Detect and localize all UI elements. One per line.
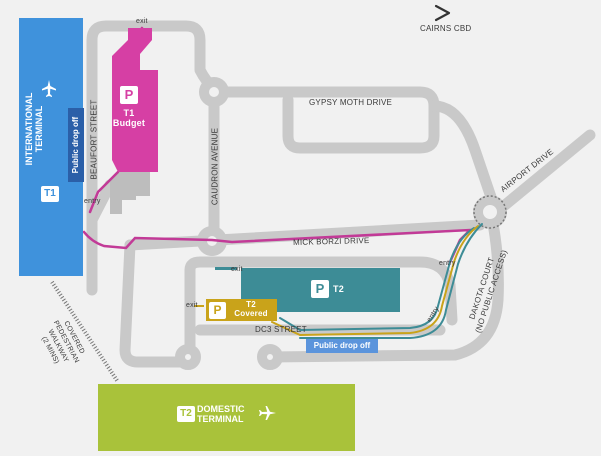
exit-label-top: exit	[136, 18, 148, 25]
road-east	[428, 100, 498, 206]
t1-budget-label: T1 Budget	[112, 108, 146, 128]
street-gypsy-moth: GYPSY MOTH DRIVE	[309, 98, 393, 107]
chevron-right-icon	[434, 4, 451, 22]
exit-label-t2: exit	[231, 266, 243, 273]
entry-label-t1: entry	[84, 198, 101, 205]
parking-icon-t2: P	[311, 280, 329, 298]
road-mick-borzi	[124, 219, 486, 251]
entry-label-t2: entry	[439, 260, 456, 267]
route-t2-teal	[279, 227, 475, 332]
parking-icon-t1: P	[120, 86, 138, 104]
cairns-cbd-label: CAIRNS CBD	[420, 24, 472, 33]
street-caudron: CAUDRON AVENUE	[210, 127, 220, 206]
route-t2-teal-2	[299, 223, 483, 339]
airplane-icon	[42, 80, 56, 97]
international-terminal-label: INTERNATIONAL TERMINAL	[24, 92, 44, 166]
road-beaufort	[86, 20, 220, 296]
street-beaufort: BEAUFORT STREET	[89, 99, 99, 180]
exit-label-covered: exit	[186, 302, 198, 309]
t2-badge: T2	[177, 406, 195, 422]
t2-carpark-label: T2	[333, 284, 344, 294]
roundabout-north	[199, 77, 229, 107]
route-t2-yellow	[271, 225, 479, 337]
road-south-inner	[184, 256, 246, 368]
domestic-terminal	[98, 384, 355, 451]
roundabout-se	[257, 344, 283, 370]
roundabout-east	[473, 195, 507, 229]
domestic-terminal-label: DOMESTIC TERMINAL	[197, 404, 245, 424]
road-east-south	[264, 212, 504, 363]
roundabout-sw	[175, 344, 201, 370]
public-dropoff-t2: Public drop off	[306, 339, 378, 353]
parking-icon-t2-covered: P	[209, 302, 226, 319]
road-t2-loop	[234, 256, 458, 326]
t1-badge: T1	[41, 186, 59, 202]
road-south-west	[119, 239, 196, 368]
covered-walkway-line	[50, 280, 120, 384]
road-airport-drive	[499, 129, 596, 211]
airplane-icon-domestic	[259, 406, 276, 420]
t1-connector	[110, 172, 150, 214]
t2-covered-label: T2 Covered	[234, 300, 268, 318]
road-gypsy-moth	[220, 86, 440, 154]
street-dc3: DC3 STREET	[255, 325, 307, 334]
public-dropoff-t1: Public drop off	[68, 108, 84, 182]
